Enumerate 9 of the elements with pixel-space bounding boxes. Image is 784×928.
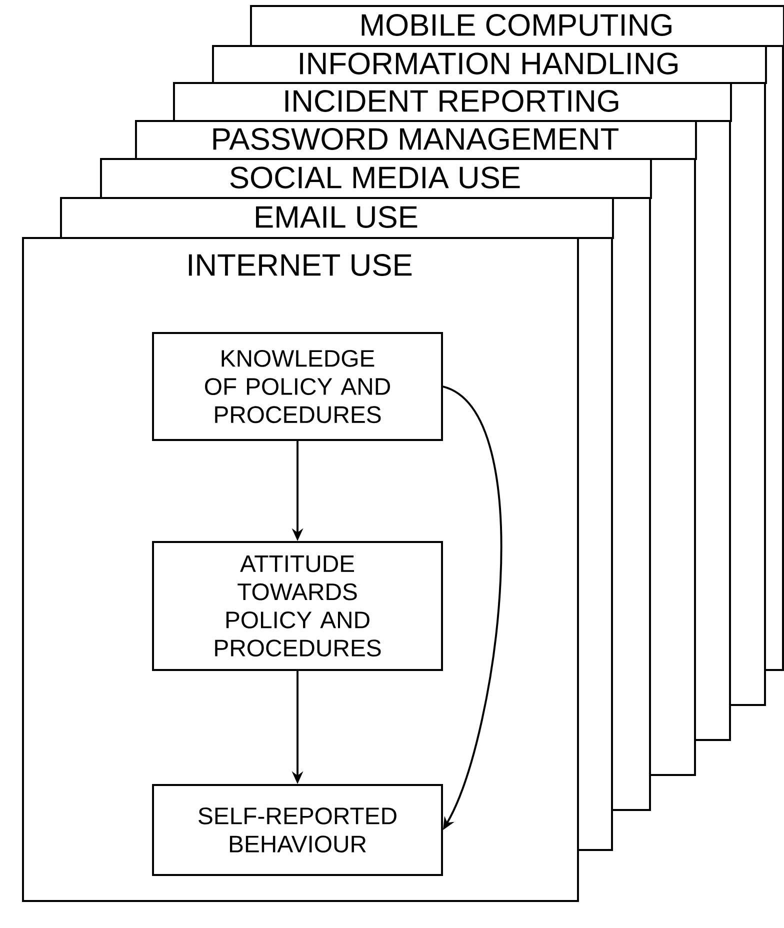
page-tab: SOCIAL MEDIA USE <box>100 158 652 199</box>
page-tab: EMAIL USE <box>60 197 614 239</box>
page-tab: INFORMATION HANDLING <box>212 45 767 84</box>
page-tab: PASSWORD MANAGEMENT <box>135 120 697 160</box>
page-tab: MOBILE COMPUTING <box>250 5 784 47</box>
process-box: KNOWLEDGE OF POLICY AND PROCEDURES <box>152 332 443 442</box>
process-box: SELF-REPORTED BEHAVIOUR <box>152 784 443 876</box>
page-tab: INCIDENT REPORTING <box>173 82 732 122</box>
process-box: ATTITUDE TOWARDS POLICY AND PROCEDURES <box>152 541 443 671</box>
